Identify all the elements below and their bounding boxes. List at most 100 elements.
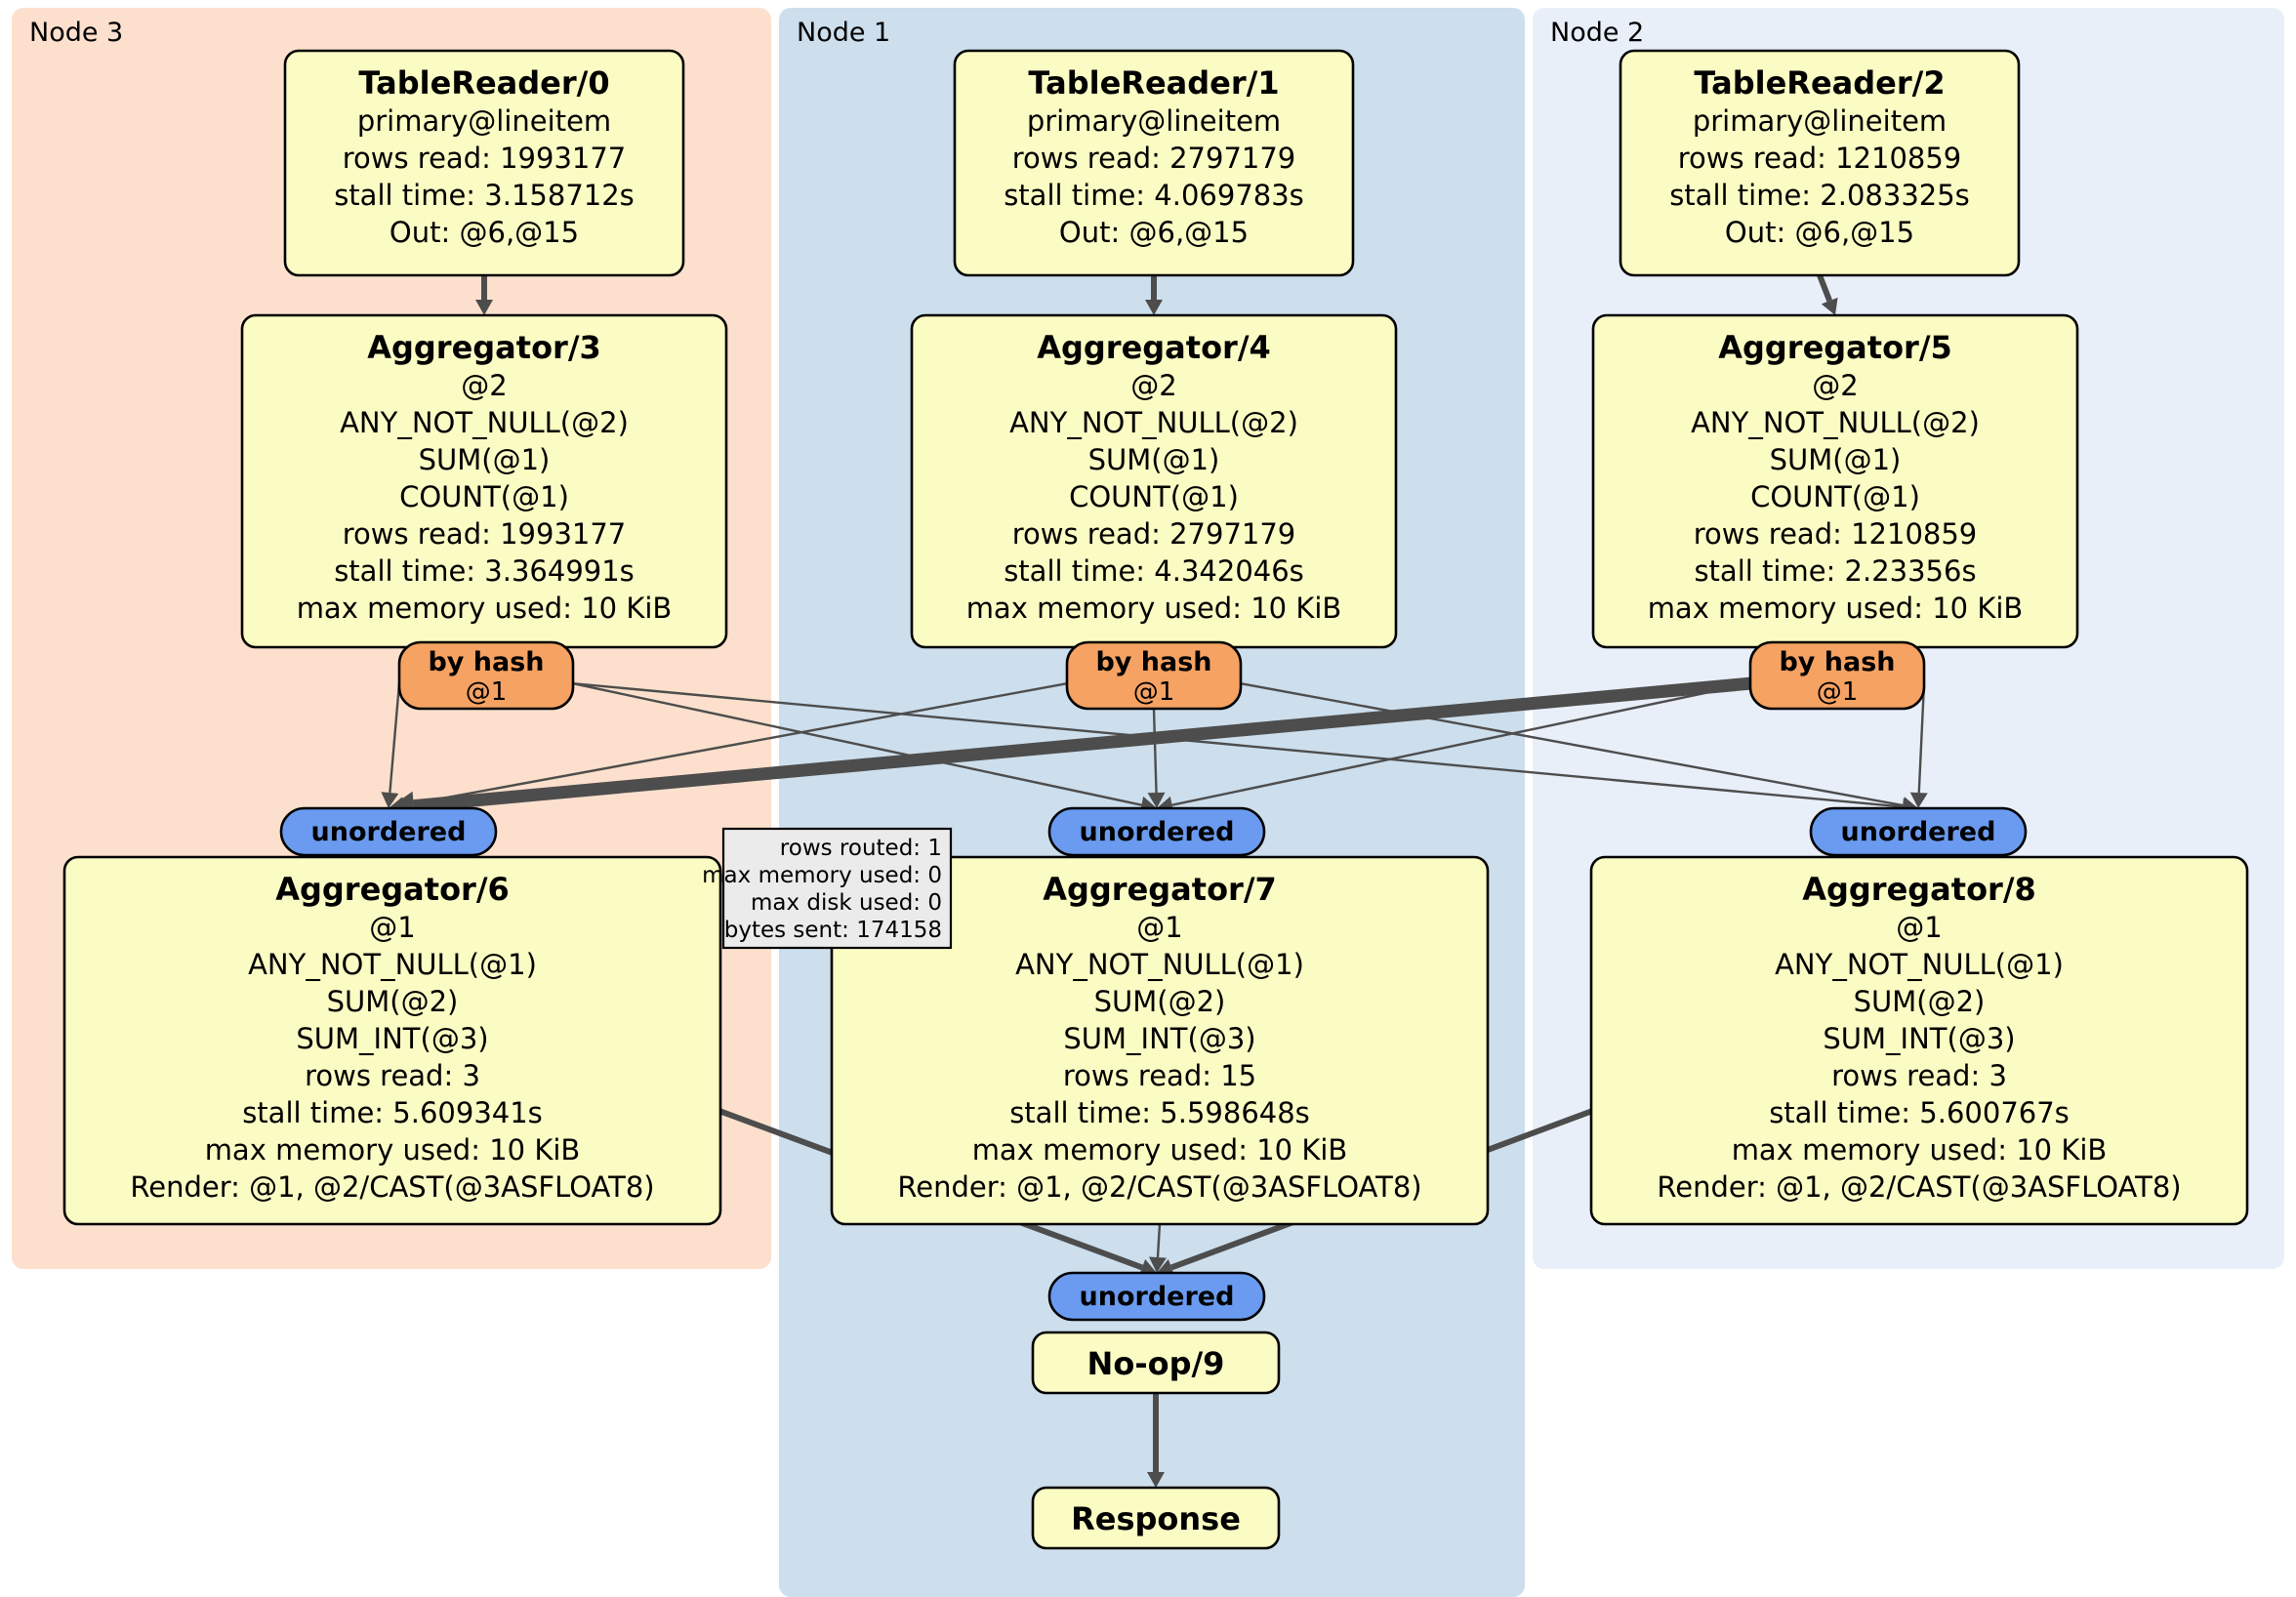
operator-detail-line: stall time: 5.598648s [1009,1096,1310,1129]
operator-detail-line: stall time: 5.600767s [1769,1096,2070,1129]
synchronizer-box[interactable] [1809,806,2028,857]
operator-detail-line: stall time: 4.342046s [1004,554,1304,588]
router-box[interactable] [1065,640,1243,711]
router-column: @1 [1133,677,1175,707]
synchronizer-node-unordered7[interactable]: unordered [1047,806,1266,857]
operator-detail-line: max memory used: 10 KiB [297,592,673,625]
router-column: @1 [1817,677,1859,707]
node-layer: TableReader/0 primary@lineitem rows read: … [62,49,2249,1550]
operator-node-aggregator5[interactable]: Aggregator/5@2ANY_NOT_NULL(@2)SUM(@1)COU… [1591,313,2079,649]
edge-arrowhead [1138,1259,1157,1276]
operator-detail-line: stall time: 4.069783s [1004,179,1304,212]
router-title: by hash [1095,647,1211,677]
operator-node-aggregator8[interactable]: Aggregator/8@1ANY_NOT_NULL(@1)SUM(@2)SUM… [1589,855,2249,1226]
operator-detail-line: SUM(@2) [1094,985,1226,1018]
edge-line [572,681,1904,808]
operator-detail-line: SUM(@1) [1088,443,1220,476]
operator-detail-line: COUNT(@1) [1069,480,1239,513]
synchronizer-box[interactable] [279,806,498,857]
cluster-label: Node 1 [797,18,890,48]
edge-arrowhead [1147,1472,1165,1488]
synchronizer-node-unordered8[interactable]: unordered [1809,806,2028,857]
operator-detail-line: @1 [1896,911,1942,944]
operator-detail-line: Out: @6,@15 [1725,216,1914,249]
operator-detail-line: rows read: 1210859 [1678,142,1962,175]
tooltip-box [721,827,953,950]
edge-line [1152,708,1158,794]
synchronizer-node-unordered9[interactable]: unordered [1047,1271,1266,1322]
router-node-byhash4[interactable]: by hash@1 [1065,640,1243,711]
edge-arrowhead [1145,300,1163,315]
operator-detail-line: rows read: 2797179 [1012,517,1296,551]
synchronizer-node-unordered6[interactable]: unordered [279,806,498,857]
operator-title: Aggregator/5 [1718,329,1952,366]
operator-detail-line: stall time: 5.609341s [242,1096,543,1129]
operator-box[interactable] [1589,855,2249,1226]
operator-title: TableReader/1 [1028,64,1279,102]
operator-detail-line: stall time: 2.083325s [1669,179,1970,212]
operator-detail-line: SUM(@2) [1854,985,1986,1018]
edge-agg7-unordered9 [1148,1223,1167,1273]
operator-box[interactable] [1031,1331,1281,1395]
operator-box[interactable] [830,855,1490,1226]
operator-title: Aggregator/4 [1037,329,1271,366]
synchronizer-box[interactable] [1047,1271,1266,1322]
router-box[interactable] [397,640,575,711]
router-box[interactable] [1748,640,1926,711]
edge-arrowhead [1147,792,1166,808]
edge-line [389,683,401,794]
operator-title: No-op/9 [1087,1345,1225,1382]
edge-byhash4-unordered7 [1147,708,1166,808]
operator-box[interactable] [953,49,1355,277]
operator-detail-line: rows read: 15 [1063,1059,1256,1092]
operator-title: Aggregator/8 [1802,871,2036,908]
synchronizer-label: unordered [1080,1282,1235,1312]
router-title: by hash [428,647,544,677]
router-node-byhash3[interactable]: by hash@1 [397,640,575,711]
operator-node-aggregator4[interactable]: Aggregator/4@2ANY_NOT_NULL(@2)SUM(@1)COU… [910,313,1398,649]
edge-line [1240,681,1904,807]
operator-detail-line: COUNT(@1) [399,480,569,513]
operator-box[interactable] [62,855,722,1226]
edge-arrowhead [1821,297,1838,315]
operator-title: Aggregator/7 [1043,871,1277,908]
operator-detail-line: max memory used: 10 KiB [966,592,1342,625]
operator-node-aggregator6[interactable]: Aggregator/6@1ANY_NOT_NULL(@1)SUM(@2)SUM… [62,855,722,1226]
router-node-byhash5[interactable]: by hash@1 [1748,640,1926,711]
operator-detail-line: SUM(@1) [419,443,551,476]
operator-detail-line: SUM(@1) [1770,443,1902,476]
operator-box[interactable] [283,49,685,277]
synchronizer-label: unordered [1841,817,1996,847]
operator-detail-line: ANY_NOT_NULL(@1) [1015,948,1304,981]
router-title: by hash [1779,647,1895,677]
operator-detail-line: rows read: 1210859 [1694,517,1978,551]
operator-box[interactable] [1031,1486,1281,1550]
operator-detail-line: @2 [1812,369,1858,402]
operator-detail-line: @2 [461,369,507,402]
operator-title: Aggregator/6 [275,871,510,908]
operator-title: Response [1071,1500,1241,1537]
edge-line [403,681,1068,807]
operator-node-response[interactable]: Response [1031,1486,1281,1550]
edge-arrowhead [475,300,493,315]
edge-line [572,681,1142,806]
edge-line [1917,683,1926,794]
operator-detail-line: primary@lineitem [1027,104,1281,138]
operator-detail-line: Render: @1, @2/CAST(@3ASFLOAT8) [130,1170,654,1204]
operator-detail-line: max memory used: 10 KiB [205,1133,581,1167]
operator-detail-line: stall time: 3.364991s [334,554,635,588]
synchronizer-box[interactable] [1047,806,1266,857]
operator-node-noop9[interactable]: No-op/9 [1031,1331,1281,1395]
operator-title: TableReader/0 [358,64,609,102]
operator-detail-line: ANY_NOT_NULL(@2) [1691,406,1980,439]
operator-node-aggregator3[interactable]: Aggregator/3@2ANY_NOT_NULL(@2)SUM(@1)COU… [240,313,728,649]
operator-node-aggregator7[interactable]: Aggregator/7@1ANY_NOT_NULL(@1)SUM(@2)SUM… [830,855,1490,1226]
operator-box[interactable] [1619,49,2021,277]
edge-line [413,676,1751,813]
